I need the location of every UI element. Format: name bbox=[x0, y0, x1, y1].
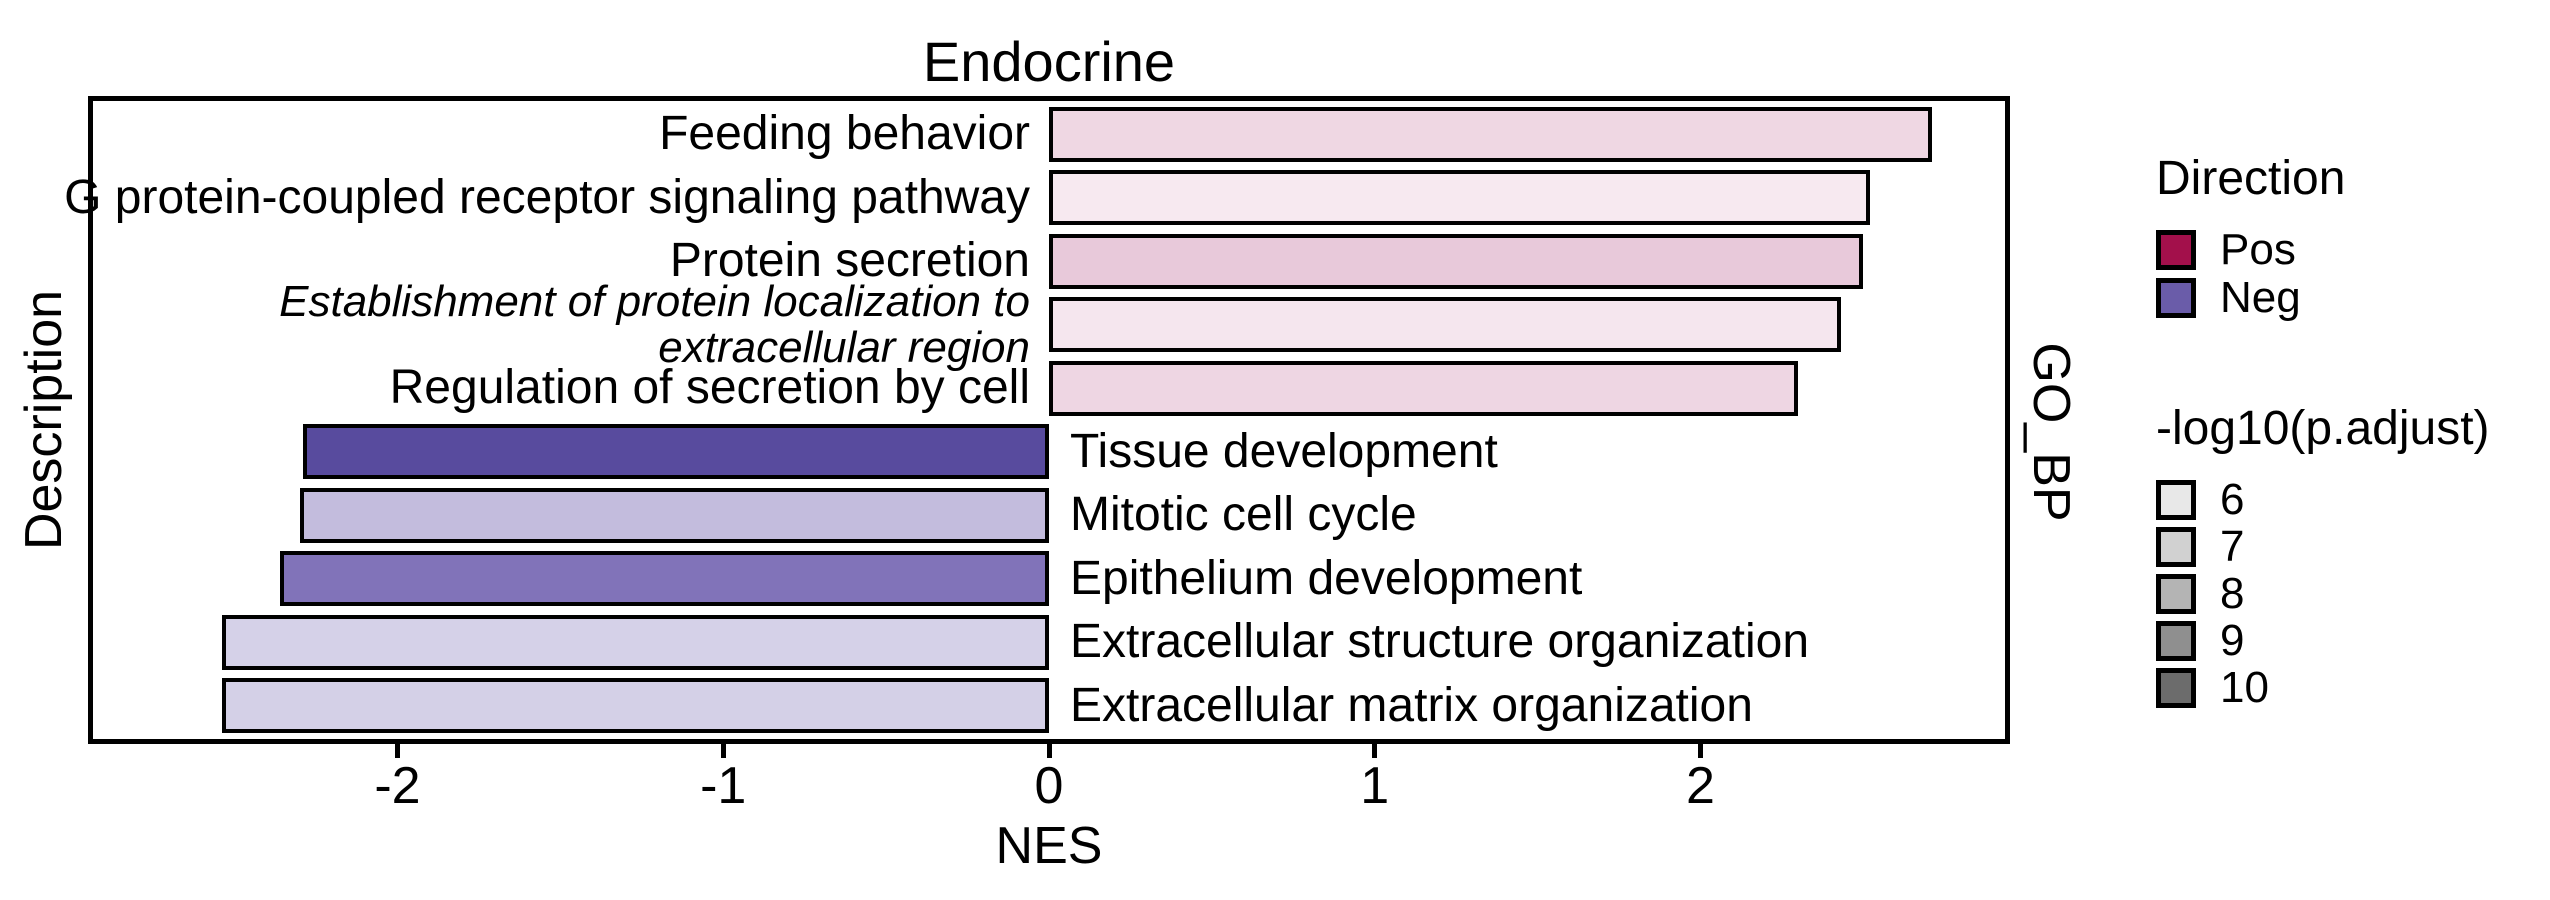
x-axis-tick-label: 0 bbox=[1034, 757, 1064, 815]
bar-label: Protein secretion bbox=[669, 234, 1030, 288]
legend-item: 9 bbox=[2156, 619, 2490, 663]
direction-swatch bbox=[2156, 278, 2196, 318]
bar-label: Extracellular structure organization bbox=[1070, 615, 1810, 669]
legend-pvalue-title: -log10(p.adjust) bbox=[2156, 402, 2490, 455]
legend-item: 6 bbox=[2156, 478, 2490, 522]
legend-item: Neg bbox=[2156, 276, 2345, 320]
pvalue-swatch bbox=[2156, 480, 2196, 520]
x-axis-tick-label: -2 bbox=[374, 757, 421, 815]
pvalue-swatch bbox=[2156, 527, 2196, 567]
bar-label: Epithelium development bbox=[1070, 551, 1583, 605]
pvalue-swatch bbox=[2156, 621, 2196, 661]
bar-label: Mitotic cell cycle bbox=[1070, 488, 1417, 542]
bar-label: Regulation of secretion by cell bbox=[389, 361, 1030, 415]
pvalue-swatch bbox=[2156, 668, 2196, 708]
bar-label: Tissue development bbox=[1070, 424, 1498, 478]
bar-label: Feeding behavior bbox=[659, 107, 1030, 161]
bar-pos bbox=[1049, 106, 1932, 162]
legend-item: Pos bbox=[2156, 228, 2345, 272]
legend-item-label: 6 bbox=[2220, 475, 2245, 524]
x-axis-tick bbox=[1698, 744, 1704, 758]
bar-pos bbox=[1049, 233, 1864, 289]
x-axis-tick bbox=[394, 744, 400, 758]
x-axis-tick bbox=[1372, 744, 1378, 758]
plot-title: Endocrine bbox=[922, 30, 1176, 93]
bar-neg bbox=[221, 678, 1049, 734]
bar-label: Extracellular matrix organization bbox=[1070, 678, 1753, 732]
legend-item-label: 9 bbox=[2220, 616, 2245, 665]
y-axis-title: Description bbox=[15, 289, 73, 551]
legend-item: 8 bbox=[2156, 572, 2490, 616]
x-axis-tick-label: 2 bbox=[1686, 757, 1715, 815]
bar-pos bbox=[1049, 170, 1870, 226]
legend-item-label: Pos bbox=[2220, 225, 2296, 274]
legend-item: 7 bbox=[2156, 525, 2490, 569]
legend-direction-title: Direction bbox=[2156, 152, 2346, 205]
bar-neg bbox=[221, 614, 1049, 670]
legend-item: 10 bbox=[2156, 666, 2490, 710]
legend-item-label: Neg bbox=[2220, 273, 2301, 322]
legend-item-label: 8 bbox=[2220, 569, 2245, 618]
bar-neg bbox=[280, 551, 1049, 607]
bar-pos bbox=[1049, 297, 1841, 353]
bar-neg bbox=[303, 424, 1049, 480]
x-axis-tick-label: -1 bbox=[700, 757, 747, 815]
x-axis-tick-label: 1 bbox=[1360, 757, 1390, 815]
bar-label: Establishment of protein localization to… bbox=[279, 276, 1030, 372]
direction-swatch bbox=[2156, 230, 2196, 270]
x-axis-tick bbox=[1046, 744, 1052, 758]
bar-pos bbox=[1049, 360, 1799, 416]
legend-item-label: 10 bbox=[2220, 663, 2269, 712]
bar-label: G protein-coupled receptor signaling pat… bbox=[64, 170, 1030, 224]
bar-neg bbox=[299, 487, 1049, 543]
facet-strip-label: GO_BP bbox=[2022, 342, 2080, 522]
legend-item-label: 7 bbox=[2220, 522, 2245, 571]
pvalue-swatch bbox=[2156, 574, 2196, 614]
x-axis-title: NES bbox=[995, 817, 1103, 875]
x-axis-tick bbox=[720, 744, 726, 758]
